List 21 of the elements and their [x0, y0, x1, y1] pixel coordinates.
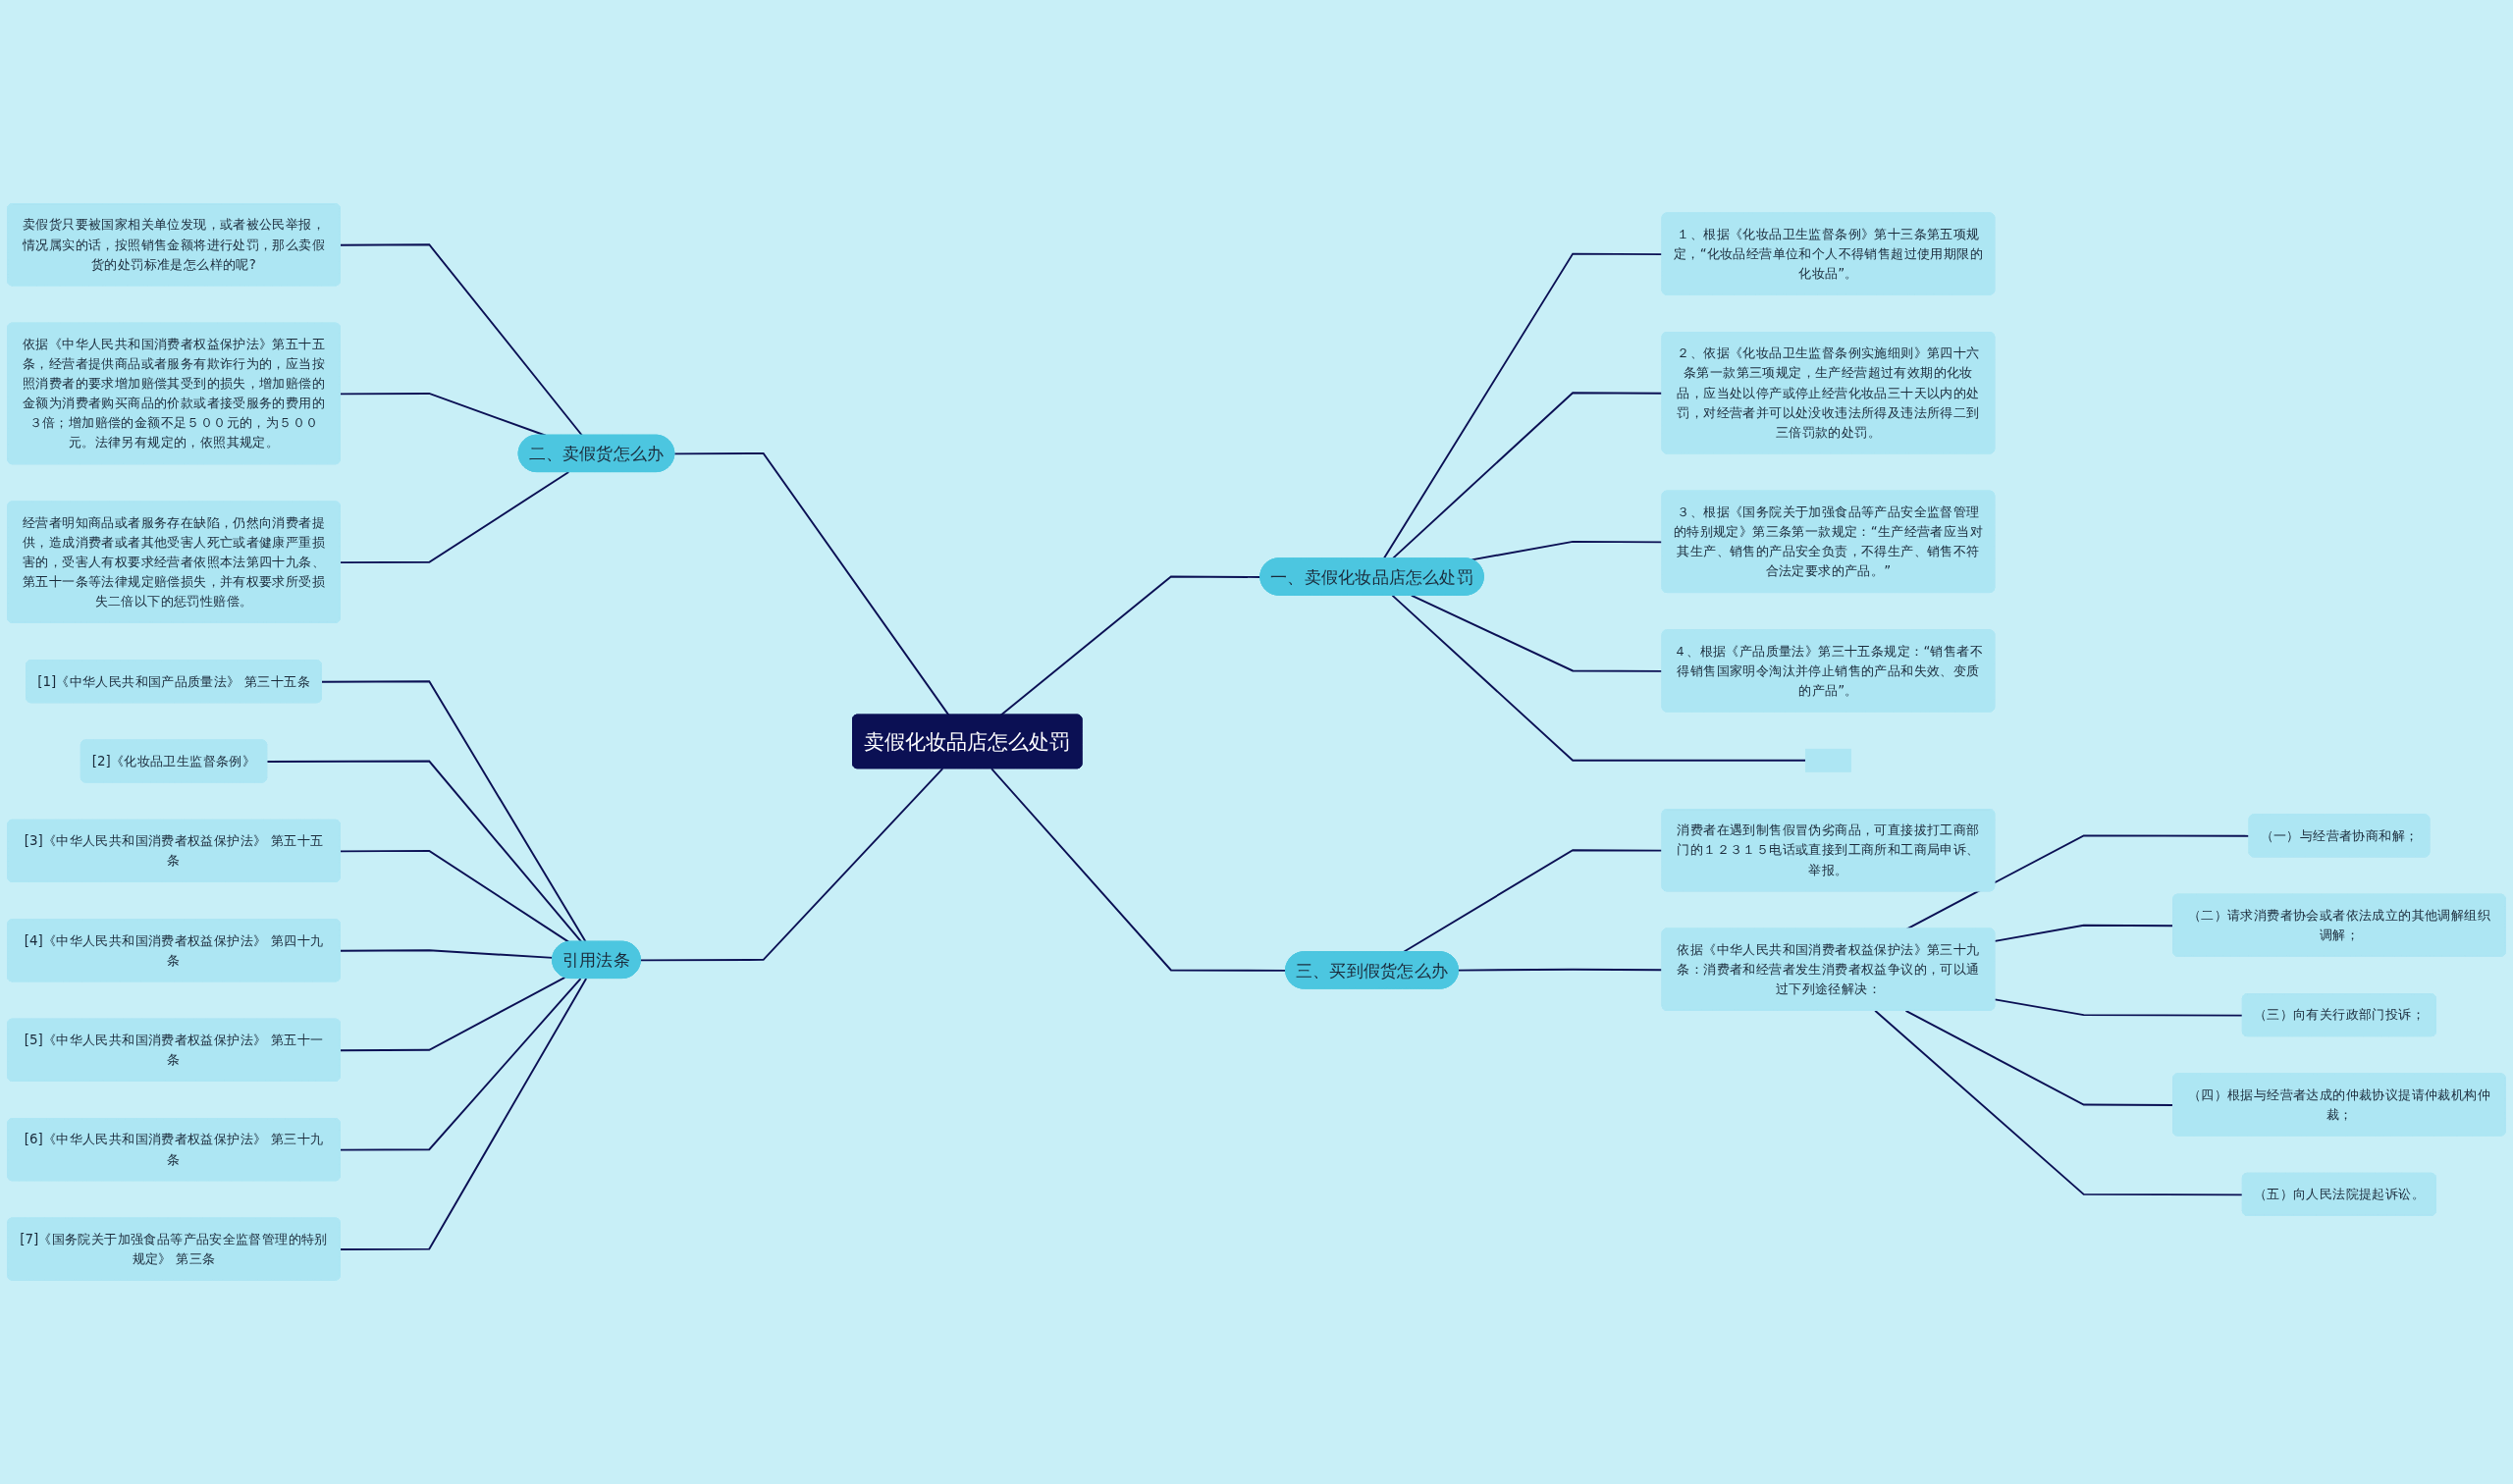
connector	[339, 471, 570, 564]
connector	[1410, 594, 1664, 672]
connector	[339, 978, 582, 1151]
connector	[1391, 392, 1664, 560]
connector	[1458, 968, 1664, 972]
connector	[1905, 834, 2251, 930]
connector	[266, 760, 583, 943]
connector	[339, 393, 547, 437]
connector	[1470, 541, 1664, 561]
connector	[1382, 252, 1664, 560]
connector	[339, 243, 583, 437]
connector	[1391, 594, 1807, 762]
connector	[339, 850, 570, 943]
connector	[339, 978, 588, 1251]
connector	[673, 452, 950, 716]
connector	[639, 768, 944, 962]
connector	[1994, 998, 2244, 1017]
node-box	[1805, 748, 1851, 772]
connector	[320, 680, 587, 943]
connector	[1874, 1009, 2244, 1196]
connector	[339, 977, 566, 1052]
